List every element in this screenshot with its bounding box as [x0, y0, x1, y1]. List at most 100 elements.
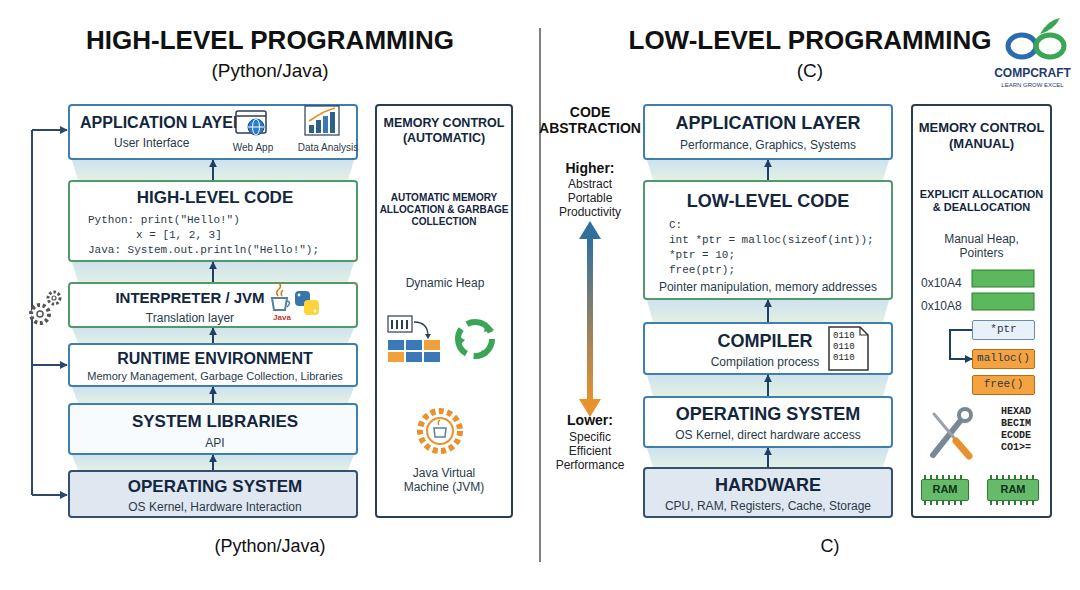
java-cup-icon — [287, 301, 290, 307]
column-title: HIGH-LEVEL PROGRAMMING — [60, 26, 480, 56]
box-heading: LOW-LEVEL CODE — [645, 191, 891, 213]
feedback-bracket — [32, 494, 67, 496]
jvm-gear-icon — [420, 411, 460, 451]
flow-arrow — [767, 160, 769, 180]
gear-icon — [37, 311, 43, 317]
layer-box: APPLICATION LAYERPerformance, Graphics, … — [643, 104, 893, 160]
layer-box: INTERPRETER / JVMTranslation layerJava — [68, 282, 358, 328]
python-logo — [295, 291, 310, 306]
column-caption: C) — [800, 536, 860, 557]
box-heading: SYSTEM LIBRARIES — [70, 412, 360, 432]
ram-chip: RAM — [921, 479, 969, 501]
chart-icon — [330, 112, 335, 133]
box-text: Java — [264, 313, 300, 323]
box-text: User Interface — [114, 136, 234, 150]
heap-icon — [425, 334, 431, 339]
box-heading: free() — [973, 378, 1034, 391]
box-text: 0110 0110 0110 — [833, 331, 867, 363]
binary-file-icon — [829, 327, 868, 370]
box-text: HEXAD BECIM ECODE CO1>= — [1001, 406, 1045, 454]
box-text: Java: System.out.println("Hello!"); — [88, 244, 358, 257]
column-title: LOW-LEVEL PROGRAMMING — [600, 26, 1020, 56]
gear-icon — [31, 292, 60, 323]
box-text: Translation layer — [90, 311, 290, 325]
layer-band — [72, 455, 354, 470]
layer-box: RUNTIME ENVIRONMENTMemory Management, Ga… — [68, 343, 358, 387]
layer-band — [72, 328, 354, 343]
flow-arrow — [212, 455, 214, 470]
feedback-bracket — [32, 130, 67, 495]
python-logo — [295, 291, 319, 315]
heap-icon — [401, 320, 403, 329]
browser-icon — [236, 111, 266, 133]
box-heading: malloc() — [973, 352, 1034, 365]
heap-icon — [388, 340, 404, 350]
box-text: API — [70, 436, 360, 450]
alloc-call: free() — [972, 375, 1035, 395]
layer-band — [72, 262, 354, 282]
heap-icon — [414, 322, 428, 336]
feedback-bracket — [32, 129, 67, 131]
browser-icon — [236, 111, 266, 135]
axis-end-label: Higher: — [545, 160, 635, 176]
column-subtitle: (Python/Java) — [170, 60, 370, 82]
pointer-cell: *ptr — [972, 320, 1035, 340]
heap-icon — [406, 320, 408, 329]
ram-pins — [925, 475, 1033, 505]
ram-pins — [991, 475, 1033, 505]
layer-band — [647, 300, 889, 322]
box-heading: HIGH-LEVEL CODE — [70, 188, 360, 208]
chart-icon — [323, 116, 328, 133]
box-text: x = [1, 2, 3] — [136, 229, 346, 242]
box-text: Python: print("Hello!") — [88, 214, 358, 227]
axis-title: CODE ABSTRACTION — [535, 104, 645, 136]
box-text: EXPLICIT ALLOCATION & DEALLOCATION — [915, 188, 1048, 214]
binary-file-icon — [860, 327, 868, 335]
layer-band — [72, 160, 354, 180]
alloc-call: malloc() — [972, 349, 1035, 369]
box-text: CPU, RAM, Registers, Cache, Storage — [645, 499, 891, 513]
tools-icon — [933, 409, 971, 456]
box-text: Memory Management, Garbage Collection, L… — [70, 370, 360, 383]
python-logo — [314, 310, 317, 313]
python-logo — [298, 294, 301, 297]
jvm-gear-icon — [438, 420, 440, 425]
layer-box: HARDWARE CPU, RAM, Registers, Cache, Stor… — [643, 467, 893, 518]
tools-icon — [956, 441, 969, 456]
flow-arrow — [950, 330, 972, 359]
abstraction-arrow — [579, 221, 601, 417]
gear-icon — [52, 296, 56, 300]
flow-arrow — [212, 387, 214, 403]
binary-file-icon — [829, 327, 868, 370]
flow-arrow — [212, 328, 214, 343]
column-divider — [539, 28, 541, 562]
box-text: Java Virtual Machine (JVM) — [394, 466, 494, 495]
jvm-gear-icon — [427, 418, 453, 444]
jvm-gear-icon — [434, 428, 446, 437]
heap-icon — [406, 352, 422, 362]
heap-icon — [388, 352, 404, 362]
tools-icon — [933, 420, 961, 455]
heap-icon — [424, 352, 440, 362]
heap-icon — [388, 316, 412, 332]
code-box: LOW-LEVEL CODE C: int *ptr = malloc(sizeof… — [643, 180, 893, 300]
box-heading: HARDWARE — [645, 475, 891, 497]
box-heading: OPERATING SYSTEM — [645, 404, 891, 426]
box-text: C: — [669, 219, 889, 232]
box-text: OS Kernel, direct hardware access — [645, 428, 891, 442]
browser-icon — [248, 127, 264, 128]
box-text: Pointer manipulation, memory addresses — [645, 280, 891, 294]
heap-icon — [424, 340, 440, 350]
box-text: AUTOMATIC MEMORY ALLOCATION & GARBAGE CO… — [378, 192, 510, 228]
feedback-bracket — [32, 364, 67, 366]
layer-box: OPERATING SYSTEM OS Kernel, direct hardwa… — [643, 396, 893, 448]
chart-icon — [309, 125, 314, 133]
ram-pins — [925, 475, 961, 505]
box-text: int *ptr = malloc(sizeof(int)); — [669, 234, 889, 247]
java-cup-icon — [277, 283, 281, 296]
recycle-icon — [478, 350, 488, 359]
memory-cell — [972, 270, 1034, 287]
java-cup-icon — [272, 283, 290, 310]
flow-arrow — [767, 375, 769, 396]
